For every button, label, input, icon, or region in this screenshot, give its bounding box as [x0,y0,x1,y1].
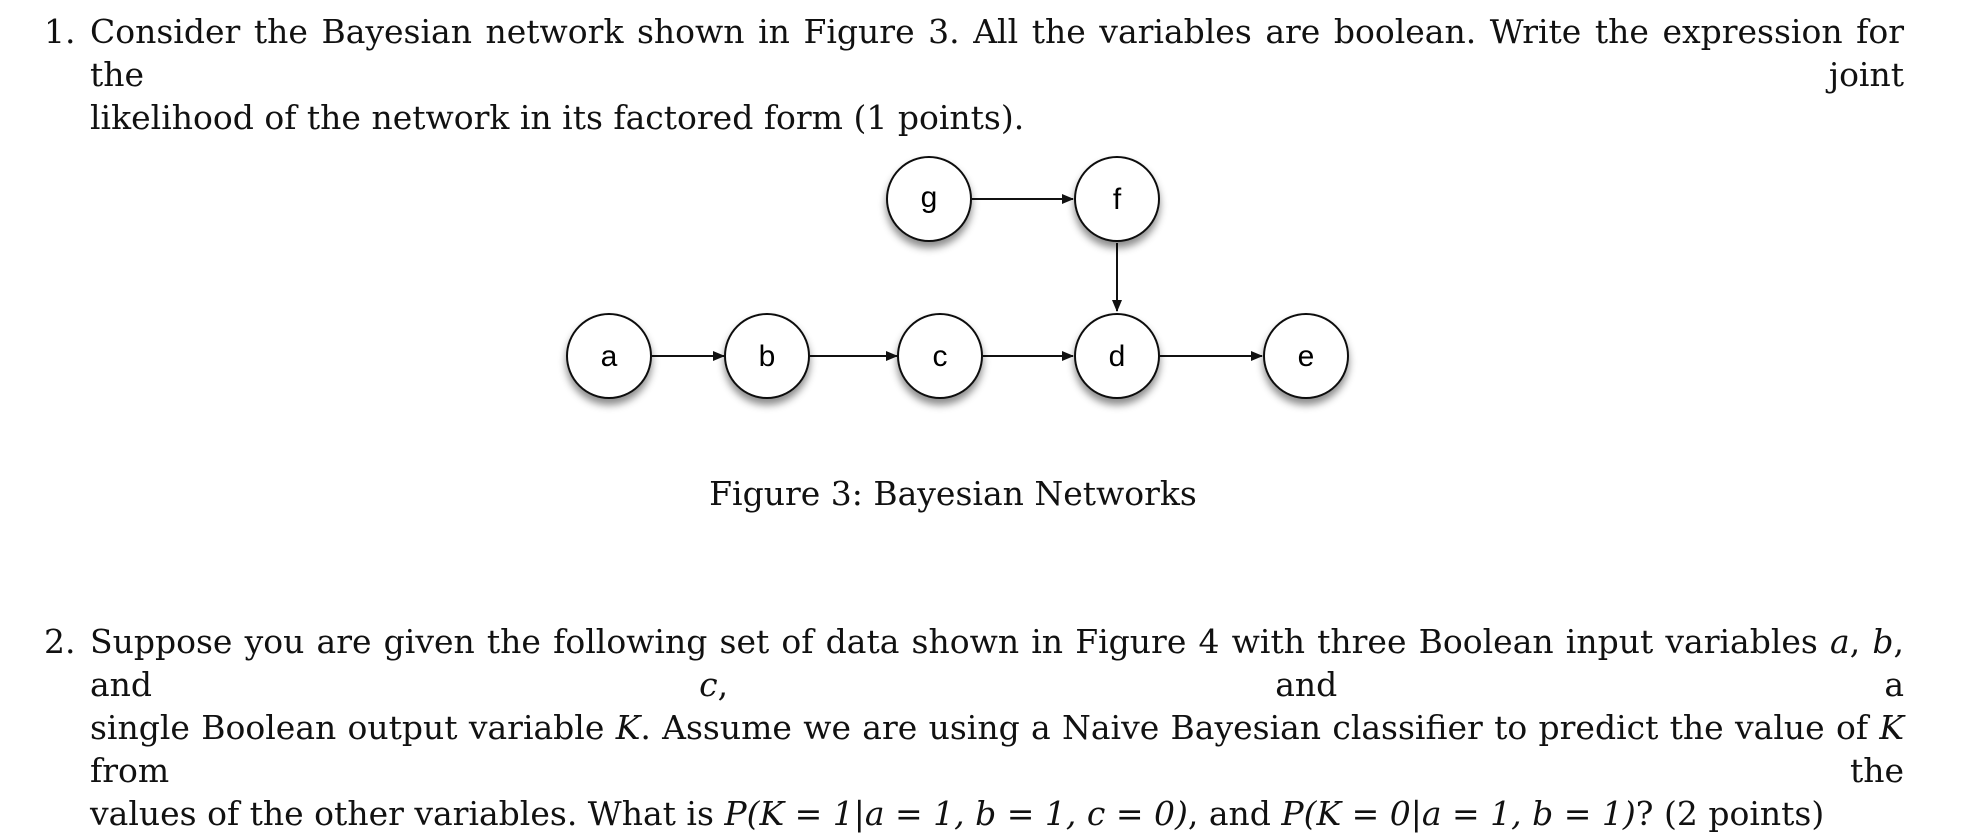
node-a: a [566,313,652,399]
question-2-line-2-end: from the [90,751,1904,790]
bayesian-network-figure: a b c d e g f [566,156,1349,399]
node-c-label: c [933,340,948,373]
question-2-line-2-text: single Boolean output variable [90,708,616,747]
question-1-line-1: Consider the Bayesian network shown in F… [90,12,1904,94]
variable-b: b [1872,622,1894,661]
node-d: d [1074,313,1160,399]
question-2: 2. Suppose you are given the following s… [44,620,1904,835]
question-2-separator-1: , [1849,622,1873,661]
variable-k: K [615,708,641,747]
node-g-label: g [921,181,938,214]
question-1-text: Consider the Bayesian network shown in F… [90,10,1904,139]
question-1-line-2: likelihood of the network in its factore… [90,98,1025,137]
node-f-label: f [1113,183,1122,216]
probability-expression-1: P(K = 1|a = 1, b = 1, c = 0) [724,794,1188,833]
node-d-label: d [1109,340,1126,373]
question-2-number: 2. [44,622,76,661]
node-g: g [886,156,972,242]
figure-caption: Figure 3: Bayesian Networks [709,474,1197,513]
question-2-line-3-end: ? (2 points) [1635,794,1825,833]
node-a-label: a [601,340,618,373]
question-1-number: 1. [44,12,76,51]
variable-k-second: K [1879,708,1905,747]
variable-a: a [1830,622,1850,661]
question-2-line-1-end: , and a [717,665,1904,704]
variable-c: c [699,665,718,704]
node-c: c [897,313,983,399]
question-1: 1. Consider the Bayesian network shown i… [44,10,1904,139]
node-b: b [724,313,810,399]
probability-expression-2: P(K = 0|a = 1, b = 1) [1281,794,1636,833]
question-2-line-1: Suppose you are given the following set … [90,620,1904,706]
question-2-line-3-middle: , and [1187,794,1282,833]
question-2-line-2: single Boolean output variable K. Assume… [90,706,1904,792]
node-f: f [1074,156,1160,242]
question-2-text: Suppose you are given the following set … [90,620,1904,835]
question-2-line-1-text: Suppose you are given the following set … [90,622,1831,661]
question-2-line-3: values of the other variables. What is P… [90,792,1904,835]
question-2-line-3-text: values of the other variables. What is [90,794,725,833]
node-e: e [1263,313,1349,399]
question-2-separator-2: , and [90,622,1904,704]
node-b-label: b [759,340,776,373]
node-e-label: e [1298,340,1315,373]
question-2-line-2-middle: . Assume we are using a Naive Bayesian c… [640,708,1880,747]
